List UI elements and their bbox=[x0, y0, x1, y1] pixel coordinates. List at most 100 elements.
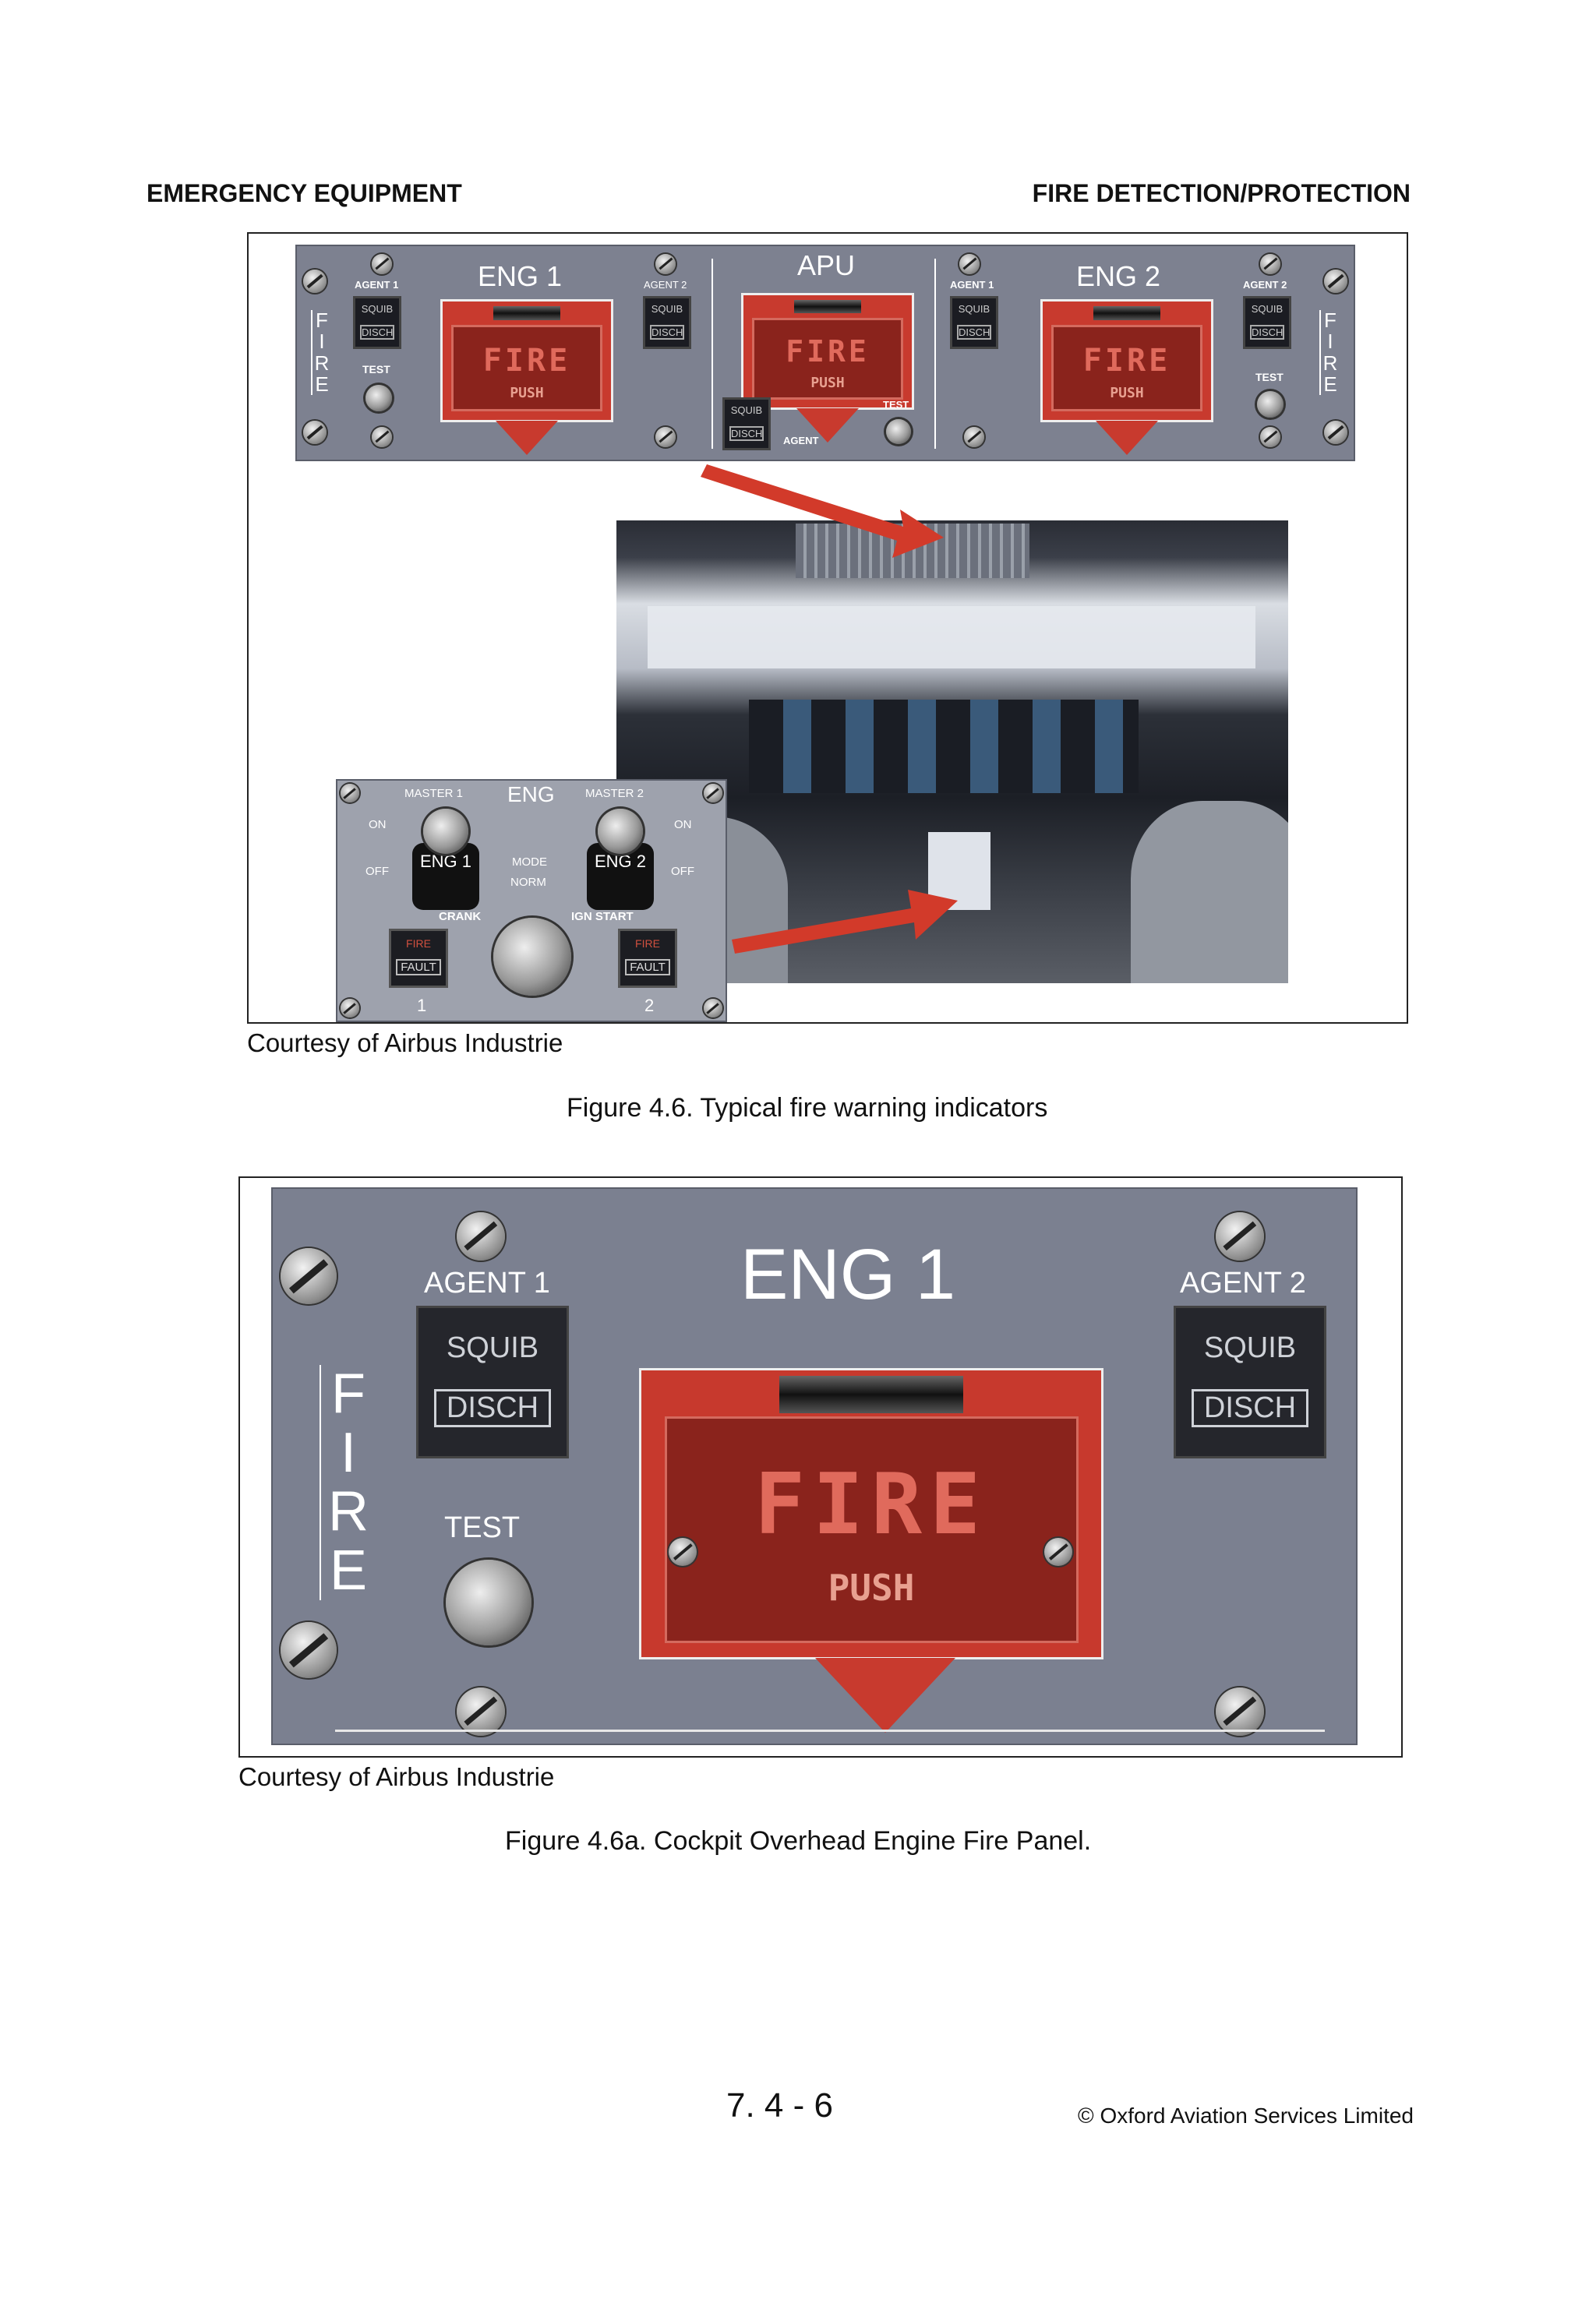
screw bbox=[1216, 1212, 1264, 1261]
panel-title: ENG 1 bbox=[740, 1235, 956, 1314]
eng1-title: ENG 1 bbox=[478, 260, 563, 292]
screw bbox=[457, 1687, 505, 1736]
eng2-fire-push-button[interactable]: FIRE PUSH bbox=[1040, 299, 1213, 422]
eng1-fire-push-button[interactable]: FIRE PUSH bbox=[639, 1368, 1103, 1659]
fire-button-guard-tab bbox=[815, 1658, 955, 1733]
screw bbox=[372, 254, 392, 274]
screw bbox=[964, 427, 984, 447]
mode-label: MODE bbox=[512, 855, 547, 869]
screw bbox=[959, 254, 980, 274]
fire-button-guard-tab bbox=[1096, 421, 1158, 455]
ign-start-label: IGN START bbox=[571, 910, 634, 923]
figure-2-courtesy: Courtesy of Airbus Industrie bbox=[238, 1762, 555, 1791]
screw bbox=[341, 784, 359, 802]
agent2-label: AGENT 2 bbox=[1180, 1267, 1306, 1300]
agent1-squib-disch-indicator: SQUIB DISCH bbox=[416, 1306, 569, 1458]
screw bbox=[669, 1538, 697, 1566]
screw bbox=[1216, 1687, 1264, 1736]
crank-label: CRANK bbox=[439, 910, 482, 923]
squib-disch-indicator: SQUIB DISCH bbox=[950, 296, 998, 349]
eng1-master-switch[interactable]: ENG 1 bbox=[412, 843, 479, 910]
off-label: OFF bbox=[671, 865, 694, 878]
eng2-master-knob-top bbox=[598, 809, 643, 854]
agent1-label: AGENT 1 bbox=[424, 1267, 550, 1300]
test-button[interactable] bbox=[1257, 391, 1284, 418]
header-right: FIRE DETECTION/PROTECTION bbox=[1032, 179, 1411, 207]
screw bbox=[1324, 421, 1347, 444]
fire-button-guard-tab bbox=[496, 421, 558, 455]
figure-1-courtesy: Courtesy of Airbus Industrie bbox=[247, 1028, 563, 1057]
screw bbox=[704, 784, 722, 802]
screw bbox=[1044, 1538, 1072, 1566]
right-seat bbox=[1131, 801, 1288, 983]
screw bbox=[1260, 254, 1280, 274]
screw bbox=[372, 427, 392, 447]
eng2-title: ENG 2 bbox=[1076, 260, 1161, 292]
norm-label: NORM bbox=[510, 876, 546, 889]
test-label: TEST bbox=[444, 1511, 521, 1544]
header-left: EMERGENCY EQUIPMENT bbox=[147, 179, 462, 207]
fire-button-guard-tab bbox=[796, 408, 859, 443]
screw bbox=[281, 1622, 337, 1678]
screw bbox=[303, 270, 327, 293]
eng1-fire-push-button[interactable]: FIRE PUSH bbox=[440, 299, 613, 422]
agent2-squib-disch-indicator: SQUIB DISCH bbox=[1174, 1306, 1326, 1458]
on-label: ON bbox=[369, 818, 387, 831]
red-arrows bbox=[701, 464, 958, 954]
engine-number-1: 1 bbox=[417, 996, 427, 1015]
figure-1-caption: Figure 4.6. Typical fire warning indicat… bbox=[567, 1093, 1048, 1123]
fire-fault-indicator-1: FIRE FAULT bbox=[389, 929, 448, 988]
copyright: © Oxford Aviation Services Limited bbox=[1078, 2104, 1414, 2128]
apu-test-button[interactable] bbox=[886, 419, 911, 444]
screw bbox=[341, 999, 359, 1017]
screw bbox=[704, 999, 722, 1017]
screw bbox=[655, 254, 676, 274]
screw bbox=[303, 421, 327, 444]
off-label: OFF bbox=[365, 865, 389, 878]
screw bbox=[457, 1212, 505, 1261]
eng-title: ENG bbox=[507, 782, 555, 806]
agent2-label: AGENT 2 bbox=[644, 279, 687, 291]
screw bbox=[1260, 427, 1280, 447]
test-button[interactable] bbox=[446, 1560, 531, 1645]
test-label: TEST bbox=[362, 363, 390, 376]
squib-disch-indicator: SQUIB DISCH bbox=[643, 296, 691, 349]
master2-label: MASTER 2 bbox=[585, 787, 644, 800]
instrument-panel-photo bbox=[749, 700, 1139, 793]
fire-fault-indicator-2: FIRE FAULT bbox=[618, 929, 677, 988]
agent1-label: AGENT 1 bbox=[355, 279, 399, 291]
figure-2-caption: Figure 4.6a. Cockpit Overhead Engine Fir… bbox=[505, 1826, 1092, 1856]
apu-agent-label: AGENT bbox=[783, 435, 819, 446]
on-label: ON bbox=[674, 818, 692, 831]
squib-disch-indicator: SQUIB DISCH bbox=[1243, 296, 1291, 349]
engine-number-2: 2 bbox=[644, 996, 655, 1015]
squib-disch-indicator: SQUIB DISCH bbox=[353, 296, 401, 349]
agent2-label: AGENT 2 bbox=[1243, 279, 1287, 291]
arrow-to-pedestal bbox=[732, 890, 958, 954]
apu-title: APU bbox=[797, 249, 856, 281]
test-label: TEST bbox=[1255, 371, 1284, 383]
screw bbox=[281, 1248, 337, 1304]
screw bbox=[1324, 270, 1347, 293]
screw bbox=[655, 427, 676, 447]
eng2-master-switch[interactable]: ENG 2 bbox=[587, 843, 654, 910]
agent1-label: AGENT 1 bbox=[950, 279, 994, 291]
windshield bbox=[648, 606, 1255, 668]
master1-label: MASTER 1 bbox=[404, 787, 464, 800]
test-button[interactable] bbox=[365, 385, 392, 411]
mode-selector-knob[interactable] bbox=[493, 918, 571, 996]
eng1-master-knob-top bbox=[423, 809, 468, 854]
arrow-to-overhead bbox=[701, 464, 944, 558]
squib-disch-indicator: SQUIB DISCH bbox=[722, 397, 771, 450]
engine-master-panel: ENG MASTER 1 MASTER 2 ON ON OFF OFF ENG … bbox=[336, 779, 727, 1022]
bottom-rule bbox=[335, 1730, 1325, 1732]
apu-fire-push-button[interactable]: FIRE PUSH bbox=[741, 293, 914, 410]
page-number: 7. 4 - 6 bbox=[726, 2086, 833, 2125]
